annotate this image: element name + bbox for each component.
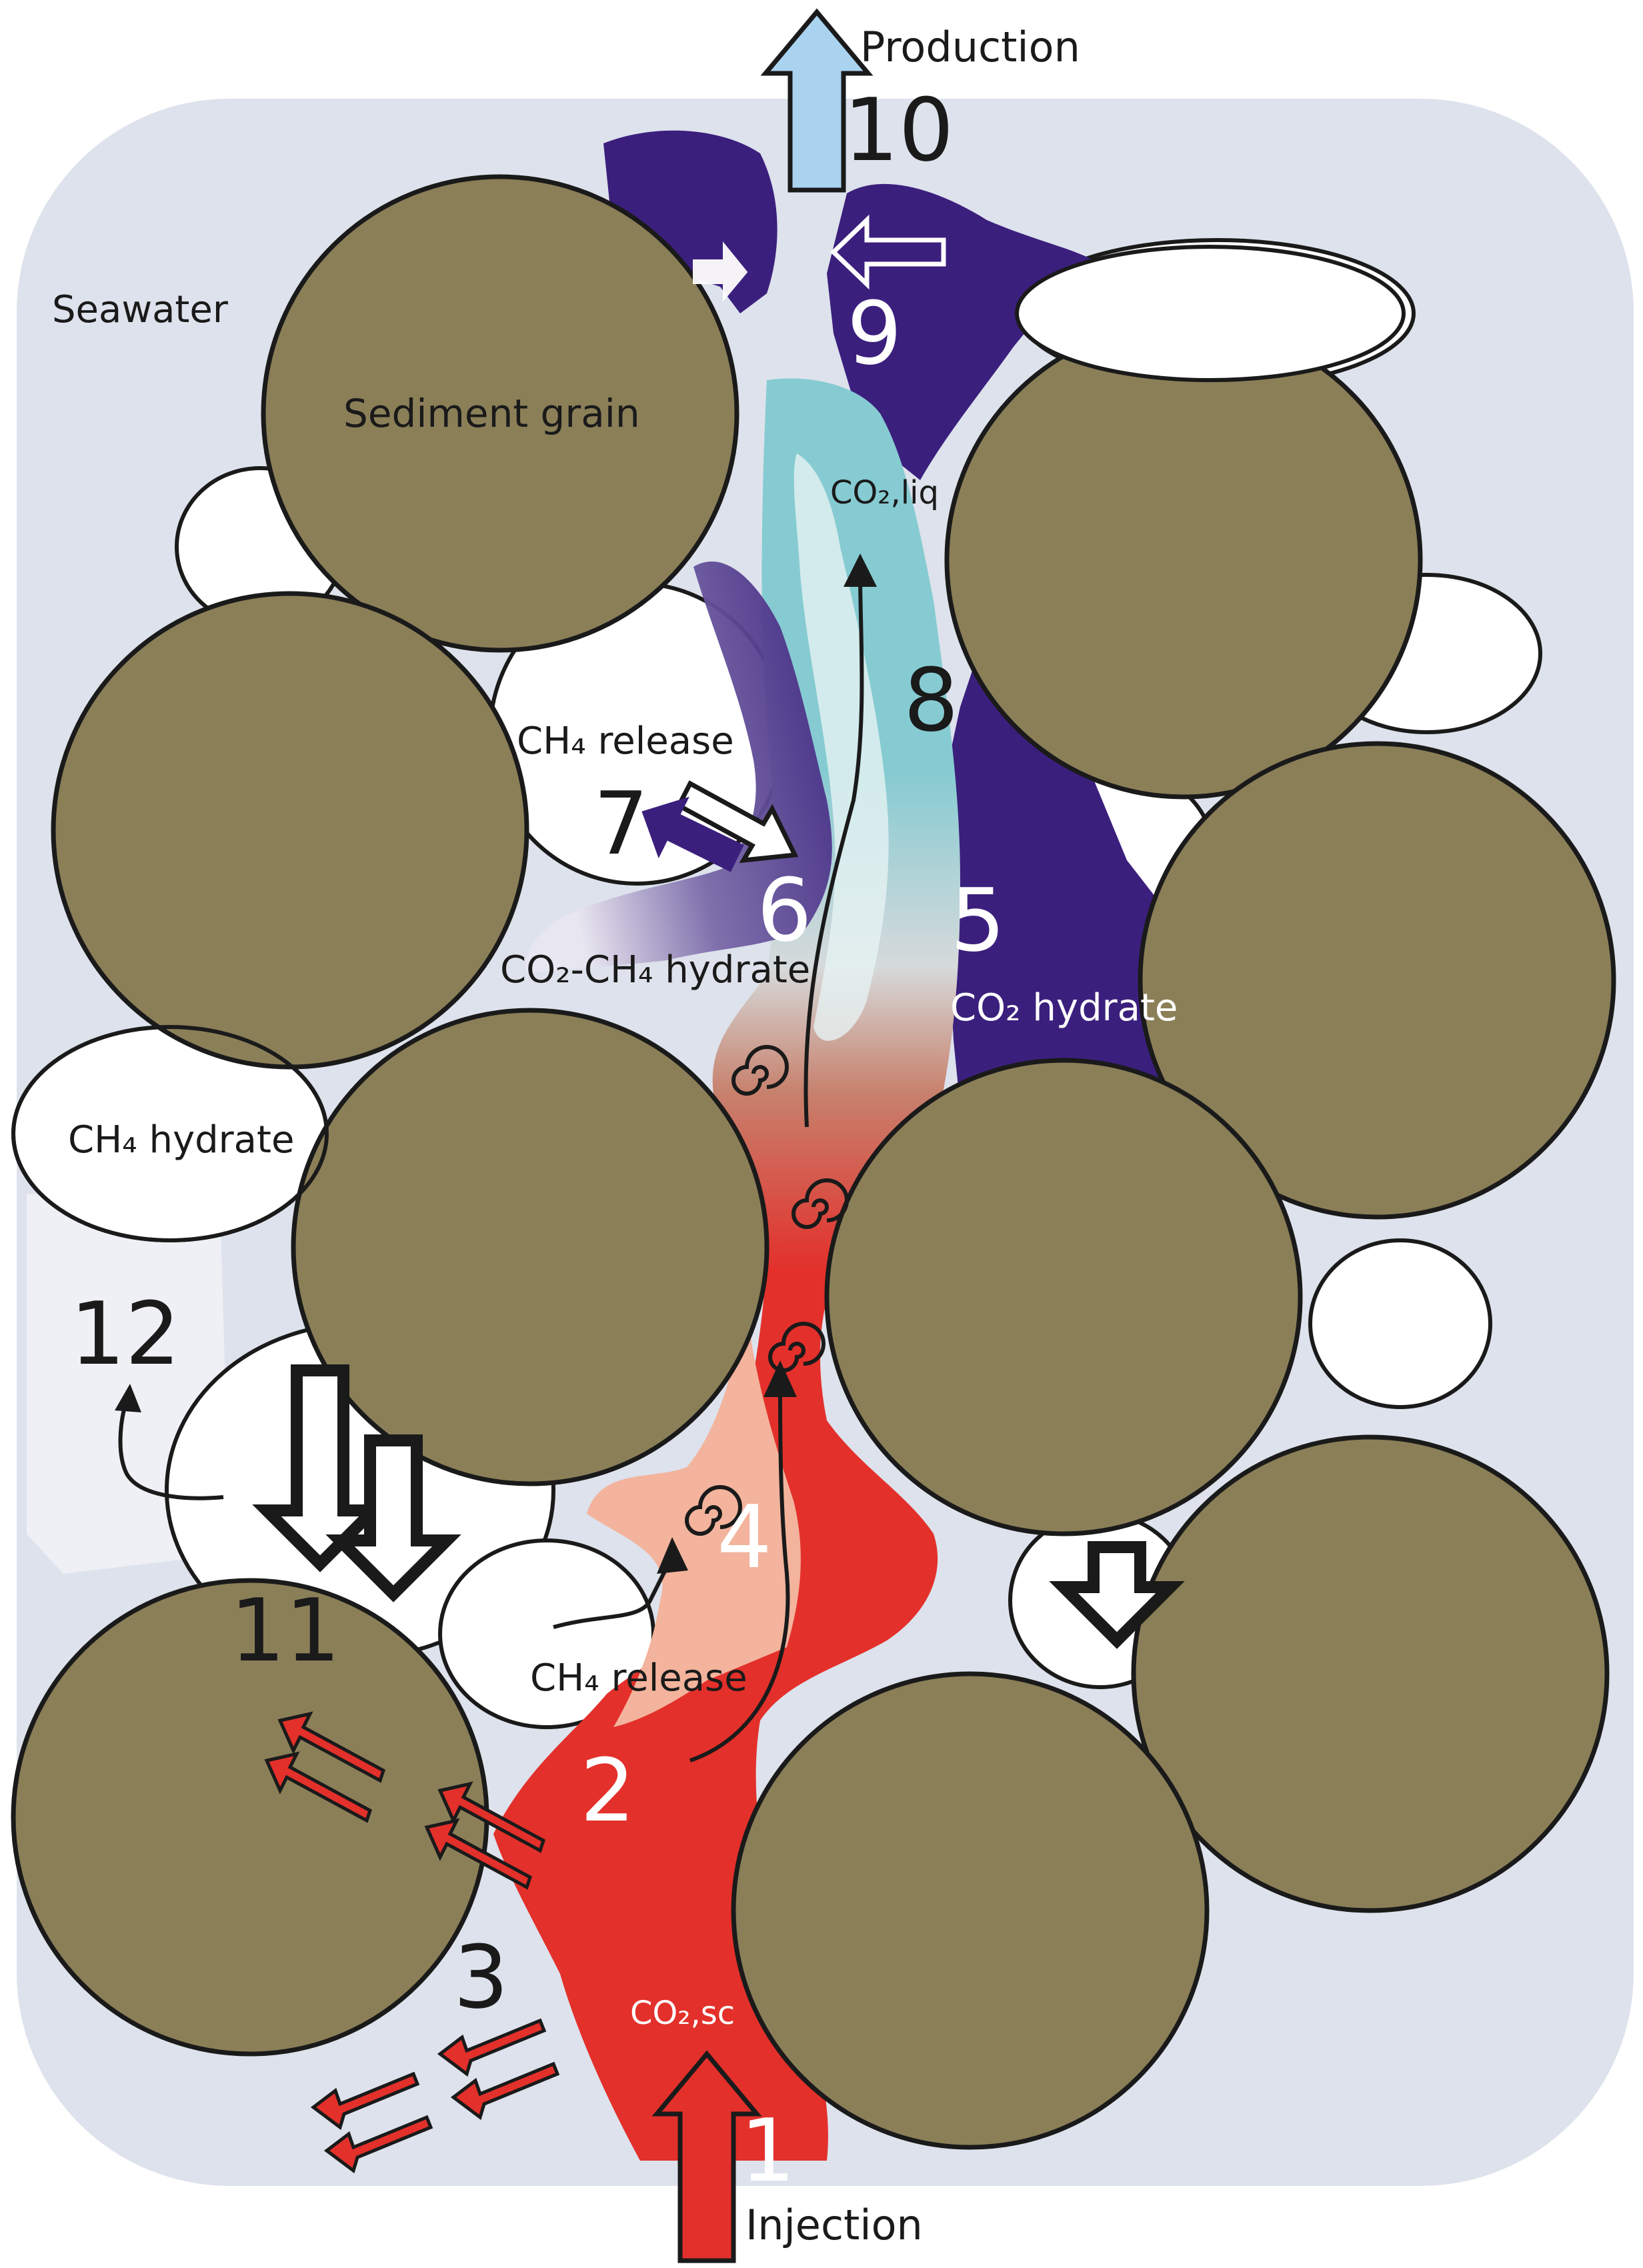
co2-sc-label: CO₂,sc xyxy=(630,1995,735,2032)
co2-liq-label: CO₂,liq xyxy=(830,474,939,511)
flow-line-8 xyxy=(803,573,864,1128)
sediment-grain xyxy=(731,1671,1210,2150)
injection-side-arrows xyxy=(264,1711,560,2174)
up-arrow-icon xyxy=(763,1360,797,1397)
up-arrow-icon xyxy=(844,553,877,587)
exchange-arrow-icon xyxy=(450,2061,560,2121)
release-arrow-9-left xyxy=(693,241,748,302)
down-arrow-icon xyxy=(325,1434,461,1602)
sediment-grain xyxy=(51,591,529,1070)
ch4-release-label-top: CH₄ release xyxy=(517,720,734,763)
release-arrow-7-white xyxy=(675,780,799,864)
exchange-arrow-icon xyxy=(437,2018,547,2077)
ch4-hydrate-grain xyxy=(1308,1238,1492,1409)
exchange-arrow-icon xyxy=(310,2071,420,2131)
ch4-release-label-bottom: CH₄ release xyxy=(530,1656,747,1700)
step-4: 4 xyxy=(717,1486,772,1588)
ch4-hydrate-left xyxy=(11,1025,329,1242)
sediment-grain xyxy=(1131,1434,1610,1913)
release-arrow-9-right xyxy=(830,214,946,290)
step-2: 2 xyxy=(580,1740,635,1841)
flow-lines xyxy=(118,573,864,1763)
step-8: 8 xyxy=(904,650,959,751)
liquid-streak xyxy=(793,453,889,1041)
sediment-grain xyxy=(261,174,739,653)
swirl-icon xyxy=(768,1322,826,1372)
injection-arrow xyxy=(651,2050,762,2263)
seawater-label: Seawater xyxy=(52,288,229,331)
sediment-grains xyxy=(11,174,1616,2150)
sediment-grain xyxy=(824,1058,1303,1536)
up-arrow-icon xyxy=(657,1537,688,1574)
exchange-arrow-icon xyxy=(437,1781,546,1853)
ch4-hydrate-cap xyxy=(1015,245,1406,382)
flow-line-2 xyxy=(689,1386,790,1763)
sediment-grain xyxy=(944,321,1423,800)
step-1: 1 xyxy=(740,2100,795,2201)
down-arrow-icon xyxy=(1049,1541,1185,1649)
flow-arrowheads xyxy=(115,553,877,1574)
step-3: 3 xyxy=(453,1927,509,2028)
step-7: 7 xyxy=(593,773,649,874)
step-10: 10 xyxy=(844,79,954,181)
sediment-grain-label: Sediment grain xyxy=(343,391,640,436)
step-6: 6 xyxy=(757,860,812,961)
step-11: 11 xyxy=(230,1580,340,1681)
exchange-arrow-icon xyxy=(264,1751,373,1823)
co2-ch4-hydrate-region xyxy=(525,561,832,974)
production-label: Production xyxy=(860,23,1080,71)
up-arrow-icon xyxy=(115,1384,141,1412)
exchange-arrow-icon xyxy=(424,1818,533,1890)
co2-hydrate-label: CO₂ hydrate xyxy=(950,986,1178,1030)
step-12: 12 xyxy=(70,1283,180,1384)
swirl-icon xyxy=(731,1045,789,1096)
downward-arrows xyxy=(252,1364,1185,1649)
step-9: 9 xyxy=(847,283,902,384)
exchange-arrow-icon xyxy=(277,1711,386,1783)
co2-hydrate-right xyxy=(940,647,1200,1114)
swirl-icon xyxy=(685,1485,742,1536)
sediment-grain xyxy=(1138,741,1616,1220)
sediment-grain xyxy=(291,1008,769,1486)
swirls xyxy=(685,1045,849,1536)
exchange-arrow-7-purple xyxy=(641,796,744,872)
swirl-icon xyxy=(791,1178,849,1229)
flow-line-12 xyxy=(118,1400,224,1500)
step-5: 5 xyxy=(950,870,1006,971)
production-arrow xyxy=(760,8,874,193)
mixing-zone xyxy=(587,1307,801,1727)
ch4-hydrate-label: CH₄ hydrate xyxy=(68,1118,294,1162)
exchange-arrow-icon xyxy=(323,2115,433,2174)
co2-ch4-hydrate-label: CO₂-CH₄ hydrate xyxy=(500,948,810,992)
injection-label: Injection xyxy=(745,2201,923,2249)
